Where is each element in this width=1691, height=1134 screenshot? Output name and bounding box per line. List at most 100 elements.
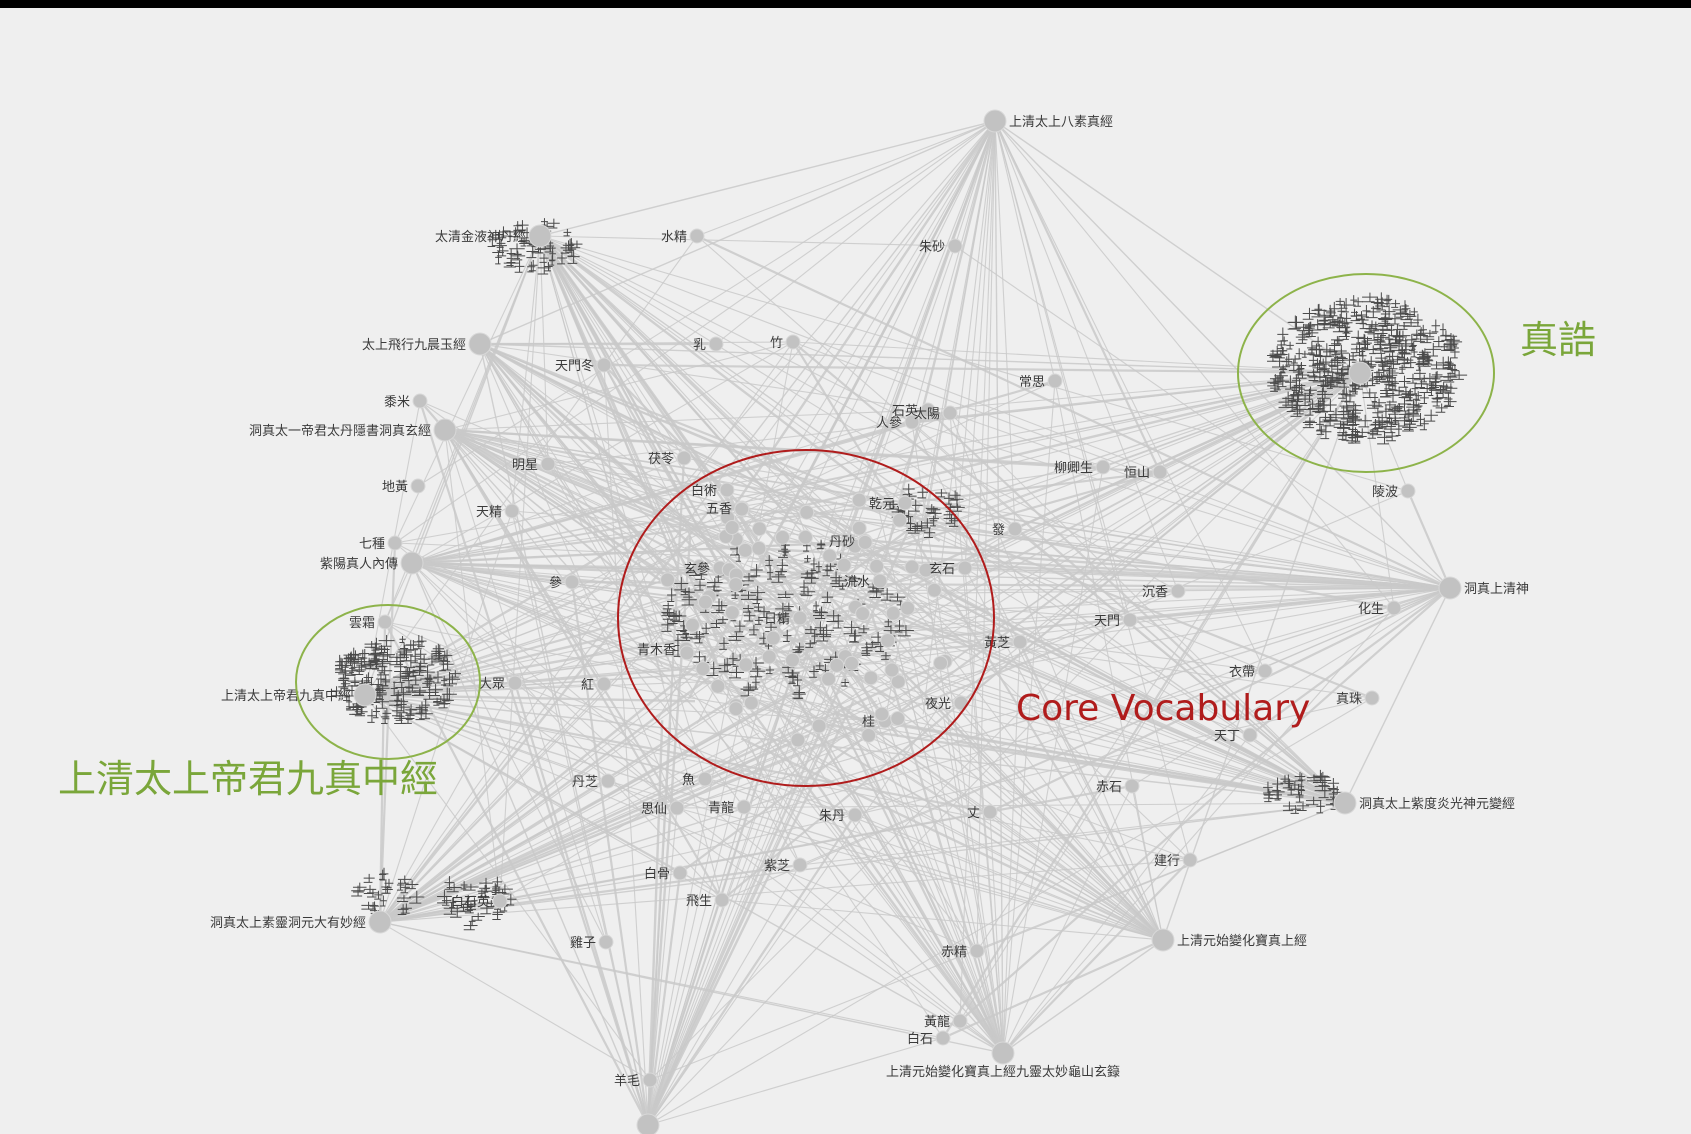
- term-node: [676, 450, 692, 466]
- edge-h13-core: [741, 372, 1361, 504]
- edge-h7-h9: [379, 921, 1004, 1054]
- edge-h12-t17: [676, 587, 1451, 809]
- term-label: 丹砂: [829, 535, 855, 550]
- term-label: 白石英: [451, 894, 490, 910]
- edge-h12-core: [690, 501, 1451, 589]
- glyph-scribble: [1366, 402, 1382, 409]
- glyph-scribble: [441, 675, 448, 686]
- glyph-scribble: [1406, 373, 1420, 384]
- edge-h7-t43: [378, 542, 397, 923]
- term-node: [1122, 612, 1138, 628]
- glyph-scribble: [1350, 345, 1363, 354]
- glyph-scribble: [1312, 769, 1328, 784]
- glyph-scribble: [1314, 349, 1327, 364]
- term-node: [982, 804, 998, 820]
- edge-h4-core: [444, 429, 917, 699]
- core-term-node: [918, 562, 934, 578]
- glyph-scribble: [1397, 415, 1412, 427]
- glyph-scribble: [1337, 374, 1349, 384]
- core-term-node: [900, 600, 916, 616]
- glyph-scribble: [784, 669, 800, 678]
- edge-h8-core: [647, 556, 844, 1126]
- glyph-scribble: [717, 616, 729, 624]
- glyph-scribble: [394, 661, 408, 673]
- edge-h9-t37: [1002, 859, 1191, 1054]
- edge-h9-core: [860, 728, 1004, 1054]
- edge-h7-t8: [379, 510, 513, 923]
- term-node: [1124, 778, 1140, 794]
- term-label: 竹: [770, 336, 783, 351]
- glyph-scribble: [1298, 329, 1310, 341]
- glyph-scribble: [1312, 358, 1323, 373]
- glyph-scribble: [1288, 359, 1299, 372]
- glyph-scribble: [1415, 379, 1428, 389]
- glyph-scribble: [549, 246, 556, 262]
- glyph-scribble: [1374, 421, 1386, 429]
- glyph-scribble: [1282, 801, 1296, 812]
- glyph-scribble: [520, 237, 528, 247]
- glyph-scribble: [915, 521, 929, 532]
- glyph-scribble: [902, 483, 915, 495]
- glyph-scribble: [841, 678, 850, 687]
- label-layer: 上清太上八素真經太清金液神丹經太上飛行九晨玉經洞真太一帝君太丹隱書洞真玄經紫陽真…: [210, 115, 1529, 1089]
- glyph-scribble: [1391, 341, 1407, 351]
- term-label: 太陽: [914, 407, 940, 422]
- zhengao-cluster-ring: [1237, 273, 1495, 473]
- edge-h6-h10: [364, 694, 1164, 941]
- term-node: [1152, 464, 1168, 480]
- glyph-scribble: [450, 905, 465, 918]
- term-node: [952, 1013, 968, 1029]
- term-node: [1386, 600, 1402, 616]
- glyph-scribble: [1430, 371, 1442, 383]
- glyph-scribble: [662, 608, 676, 620]
- edge-h10-t44: [384, 621, 1164, 941]
- edge-h5-t37: [411, 562, 1191, 861]
- edge-h8-t44: [384, 621, 649, 1126]
- edge-h12-t54: [989, 587, 1451, 813]
- edge-h12-t30: [949, 412, 1451, 589]
- term-label: 玄石: [929, 562, 955, 577]
- glyph-scribble: [1294, 772, 1306, 782]
- term-label: 丹芝: [572, 774, 598, 790]
- glyph-scribble: [379, 867, 389, 881]
- edge-h10-t41: [419, 400, 1164, 941]
- edge-h1-t28: [994, 120, 1056, 382]
- edge-h1-t42: [417, 120, 996, 487]
- glyph-scribble: [437, 890, 452, 904]
- glyph-scribble: [1330, 355, 1345, 366]
- glyph-scribble: [800, 570, 814, 578]
- hub-node: [1333, 791, 1357, 815]
- glyph-scribble: [492, 238, 507, 253]
- edge-h12-t2: [954, 245, 1451, 589]
- edge-h12-t48: [1249, 587, 1451, 736]
- glyph-scribble: [1404, 309, 1415, 320]
- glyph-scribble: [1402, 423, 1417, 432]
- glyph-scribble: [1398, 364, 1406, 374]
- glyph-scribble: [789, 669, 797, 683]
- glyph-scribble: [1304, 403, 1316, 416]
- term-node: [1007, 521, 1023, 537]
- glyph-scribble: [418, 655, 430, 664]
- term-node: [942, 405, 958, 421]
- glyph-scribble: [731, 591, 740, 599]
- glyph-scribble: [1277, 327, 1289, 342]
- core-term-node: [933, 655, 949, 671]
- core-vocabulary-ring: [617, 449, 995, 787]
- glyph-scribble: [793, 674, 803, 687]
- hub-label: 上清太上八素真經: [1009, 115, 1113, 130]
- glyph-scribble: [396, 879, 405, 891]
- glyph-scribble: [1293, 392, 1302, 407]
- glyph-scribble: [701, 622, 711, 635]
- core-term-node: [697, 594, 713, 610]
- glyph-scribble: [1395, 422, 1403, 436]
- edge-h4-h12: [444, 429, 1451, 589]
- glyph-scribble: [567, 249, 580, 264]
- edge-h9-core: [809, 640, 1004, 1054]
- edge-h1-core: [656, 120, 996, 722]
- glyph-scribble: [405, 704, 417, 716]
- edge-h11-t50: [879, 580, 1346, 804]
- glyph-scribble: [547, 218, 560, 229]
- term-node: [785, 334, 801, 350]
- glyph-scribble: [1386, 414, 1393, 424]
- glyph-scribble: [1337, 354, 1348, 364]
